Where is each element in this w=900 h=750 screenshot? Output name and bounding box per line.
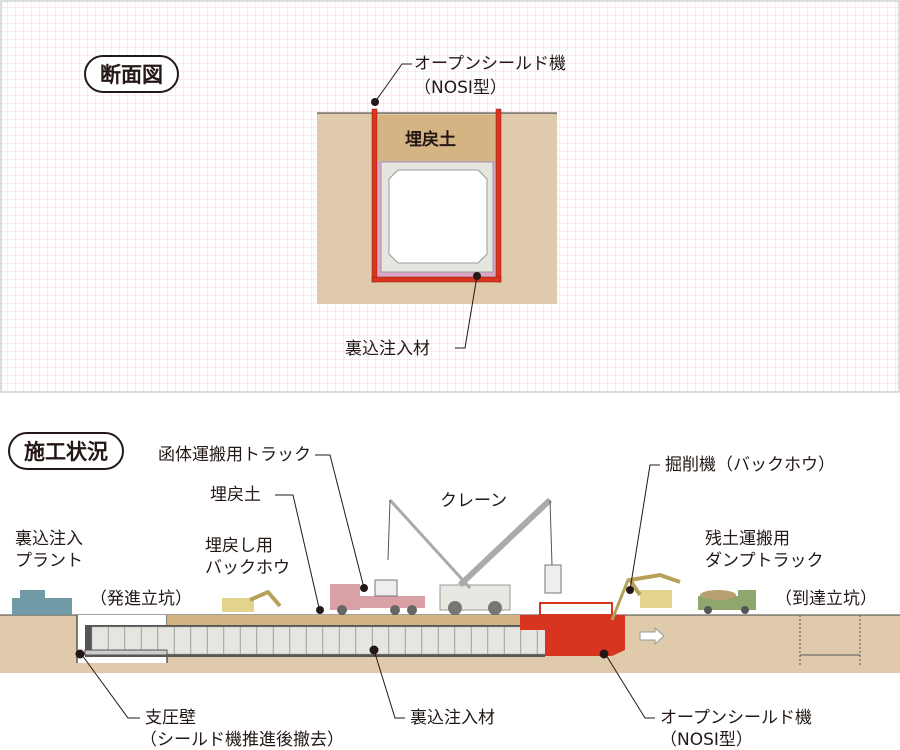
launch-shaft-label: （発進立坑） bbox=[90, 589, 192, 609]
direction-arrow-icon bbox=[639, 626, 665, 646]
grout-plant bbox=[12, 590, 72, 615]
culvert-opening bbox=[388, 169, 488, 264]
reaction-wall-note: （シールド機推進後撤去） bbox=[140, 730, 344, 750]
grout-plant-label-2: プラント bbox=[15, 551, 83, 571]
excavator-label: 掘削機（バックホウ） bbox=[665, 455, 835, 475]
grout-label: 裏込注入材 bbox=[410, 708, 495, 728]
culvert-segment bbox=[190, 626, 208, 655]
section-backfill-label: 埋戻土 bbox=[405, 130, 456, 150]
shield-type: （NOSⅠ型） bbox=[660, 730, 753, 750]
culvert-segment bbox=[273, 626, 290, 655]
culvert-segment bbox=[520, 626, 538, 655]
section-shield-type: （NOSⅠ型） bbox=[414, 78, 507, 98]
culvert-segment bbox=[421, 626, 439, 655]
dump-truck bbox=[698, 590, 756, 614]
backhoe-label-1: 埋戻し用 bbox=[205, 536, 273, 556]
backfill-strip bbox=[167, 615, 522, 626]
culvert-segment bbox=[256, 626, 274, 655]
culvert-segment bbox=[223, 626, 241, 655]
shield-wall-left bbox=[371, 108, 378, 283]
backfill-label: 埋戻土 bbox=[210, 485, 261, 505]
culvert-segment bbox=[207, 626, 224, 655]
section-grout-label: 裏込注入材 bbox=[345, 339, 430, 359]
construction-title: 施工状況 bbox=[8, 432, 124, 470]
shield-label: オープンシールド機 bbox=[660, 708, 812, 728]
culvert-segment bbox=[289, 626, 307, 655]
shield-machine bbox=[520, 615, 625, 656]
culvert-segment bbox=[322, 626, 340, 655]
culvert-segment bbox=[339, 626, 356, 655]
culvert-segment bbox=[174, 626, 191, 655]
shield-bottom bbox=[371, 276, 502, 283]
section-title: 断面図 bbox=[84, 55, 179, 93]
dump-truck-label-2: ダンプトラック bbox=[705, 551, 824, 571]
backhoe-label-2: バックホウ bbox=[205, 558, 290, 578]
section-shield-label: オープンシールド機 bbox=[414, 54, 566, 74]
dump-truck-label-1: 残土運搬用 bbox=[705, 529, 790, 549]
excavator bbox=[610, 572, 681, 621]
box-truck bbox=[330, 579, 425, 615]
culvert-segment bbox=[487, 626, 505, 655]
reaction-wall-label: 支圧壁 bbox=[145, 708, 196, 728]
culvert-segment bbox=[405, 626, 422, 655]
arrival-shaft-label: （到達立坑） bbox=[775, 589, 877, 609]
culvert-segment bbox=[471, 626, 488, 655]
culvert-segment bbox=[240, 626, 257, 655]
culvert-segment bbox=[438, 626, 455, 655]
culvert-segment bbox=[355, 626, 373, 655]
shield-wall-right bbox=[495, 108, 502, 283]
culvert-segment bbox=[454, 626, 472, 655]
culvert-segment bbox=[388, 626, 406, 655]
culvert-segment bbox=[306, 626, 323, 655]
box-truck-label: 函体運搬用トラック bbox=[158, 445, 311, 465]
culvert-segment bbox=[504, 626, 521, 655]
box-culvert-segments bbox=[85, 625, 554, 657]
section-backfill bbox=[378, 115, 496, 161]
crane-label: クレーン bbox=[440, 491, 508, 511]
crane bbox=[387, 497, 562, 615]
backfill-backhoe bbox=[222, 589, 282, 612]
grout-plant-label-1: 裏込注入 bbox=[15, 529, 83, 549]
